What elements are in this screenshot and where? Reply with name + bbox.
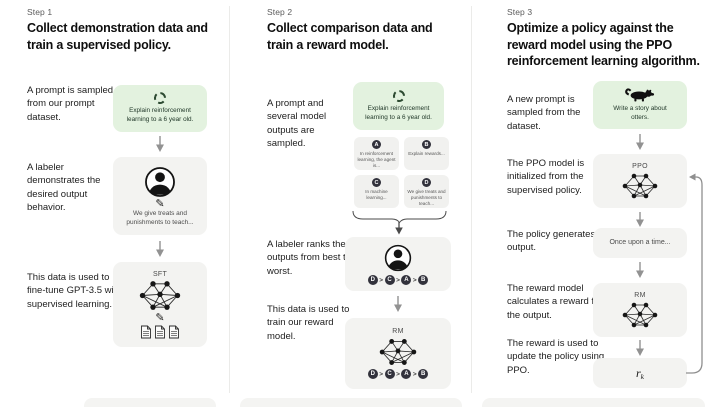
arrow-down-icon <box>395 222 403 235</box>
feedback-arrow <box>686 173 703 374</box>
step3-row2-text: The PPO model is initialized from the su… <box>507 158 585 196</box>
rank-separator: > <box>412 276 417 284</box>
step1-heading: Collect demonstration data and train a s… <box>27 21 208 52</box>
step1-row2-text: A labeler demonstrates the desired outpu… <box>27 162 101 213</box>
step2-heading: Collect comparison data and train a rewa… <box>267 21 433 52</box>
output-text: Explain rewards... <box>408 151 445 156</box>
step3-row1-text: A new prompt is sampled from the dataset… <box>507 94 581 132</box>
letter-badge: C <box>372 178 381 187</box>
neural-network-icon <box>622 302 658 327</box>
arrow-down-icon <box>636 134 644 150</box>
prompt-text: Explain reinforcement learning to a 6 ye… <box>365 104 432 121</box>
output-c: C In machine learning... <box>354 175 399 208</box>
pen-icon: ✎ <box>155 197 165 210</box>
output-text: We give treats and punishments to teach.… <box>407 189 446 206</box>
column-divider <box>471 6 472 393</box>
arrow-down-icon <box>636 262 644 278</box>
step1-prompt-box: Explain reinforcement learning to a 6 ye… <box>113 85 207 132</box>
step1-row1-text: A prompt is sampled from our prompt data… <box>27 85 114 123</box>
step3-row3-text: The policy generates an output. <box>507 229 609 254</box>
letter-badge: A <box>372 140 381 149</box>
output-d: D We give treats and punishments to teac… <box>404 175 449 208</box>
step3-prompt-box: Write a story about otters. <box>593 81 687 129</box>
step3-output-box: Once upon a time... <box>593 228 687 258</box>
model-outputs-grid: A In reinforcement learning, the agent i… <box>354 137 449 208</box>
rank-badge: B <box>418 275 429 285</box>
ranking: D > C > A > B <box>367 369 429 379</box>
ppo-label: PPO <box>632 162 648 170</box>
step1-label: Step 1 <box>27 7 53 17</box>
column-divider <box>229 6 230 393</box>
sft-label: SFT <box>152 270 168 278</box>
output-a: A In reinforcement learning, the agent i… <box>354 137 399 170</box>
step2-label: Step 2 <box>267 7 293 17</box>
rank-separator: > <box>396 276 400 284</box>
prompt-text: Write a story about otters. <box>613 105 667 121</box>
step3-row5-text: The reward is used to update the policy … <box>507 338 605 376</box>
step3-ppo-box: PPO <box>593 154 687 208</box>
rank-separator: > <box>412 370 417 378</box>
reward-value: rk <box>636 364 644 382</box>
neural-network-icon <box>622 173 658 198</box>
reward-var: r <box>635 366 641 380</box>
rank-badge: C <box>384 275 395 285</box>
bottom-panel <box>240 398 462 407</box>
step3-label: Step 3 <box>507 7 533 17</box>
step2-row3-text: This data is used to train our reward mo… <box>267 304 350 342</box>
step3-reward-box: rk <box>593 358 687 388</box>
rank-badge: D <box>367 275 378 285</box>
rm-label: RM <box>392 328 404 335</box>
neural-network-icon <box>379 339 417 365</box>
step1-row3-text: This data is used to fine-tune GPT-3.5 w… <box>27 272 122 310</box>
bottom-panel <box>84 398 216 407</box>
otter-icon <box>625 88 655 102</box>
output-sample-text: Once upon a time... <box>609 239 671 247</box>
rank-badge: A <box>401 275 412 285</box>
labeler-icon <box>384 244 412 272</box>
step2-rm-box: RM D > C > A > B <box>345 318 451 389</box>
step2-prompt-box: Explain reinforcement learning to a 6 ye… <box>353 82 444 130</box>
prompt-text: Explain reinforcement learning to a 6 ye… <box>126 107 194 123</box>
step1-sft-box: SFT ✎ <box>113 262 207 347</box>
arrow-down-icon <box>636 340 644 356</box>
sample-icon <box>152 90 168 106</box>
ranking: D > C > A > B <box>367 275 429 285</box>
labeler-box-text: We give treats and punishments to teach.… <box>126 209 194 226</box>
step1-labeler-box: ✎ We give treats and punishments to teac… <box>113 157 207 235</box>
rank-badge: A <box>401 369 412 379</box>
pen-icon: ✎ <box>155 311 165 324</box>
output-b: B Explain rewards... <box>404 137 449 170</box>
output-text: In machine learning... <box>365 189 388 200</box>
step2-row1-text: A prompt and several model outputs are s… <box>267 98 327 149</box>
step3-rm-box: RM <box>593 283 687 337</box>
sample-icon <box>390 88 407 104</box>
step3-row4-text: The reward model calculates a reward for… <box>507 283 603 321</box>
rank-badge: C <box>384 369 395 379</box>
bottom-panel <box>482 398 705 407</box>
documents-icon <box>140 325 180 339</box>
rank-separator: > <box>379 276 384 284</box>
rank-badge: D <box>367 369 378 379</box>
output-text: In reinforcement learning, the agent is.… <box>357 151 396 168</box>
rank-separator: > <box>396 370 400 378</box>
arrow-down-icon <box>156 241 164 257</box>
labeler-icon <box>145 166 175 197</box>
arrow-down-icon <box>156 136 164 152</box>
letter-badge: D <box>422 178 431 187</box>
arrow-down-icon <box>394 296 402 312</box>
step2-labeler-box: D > C > A > B <box>345 237 451 291</box>
step3-heading: Optimize a policy against the reward mod… <box>507 21 700 68</box>
letter-badge: B <box>422 140 431 149</box>
rank-separator: > <box>379 370 384 378</box>
rm-label: RM <box>634 291 646 299</box>
neural-network-icon <box>139 280 181 310</box>
step2-row2-text: A labeler ranks the outputs from best to… <box>267 239 351 277</box>
arrow-down-icon <box>636 212 644 227</box>
reward-subscript: k <box>640 372 644 381</box>
rank-badge: B <box>418 369 429 379</box>
